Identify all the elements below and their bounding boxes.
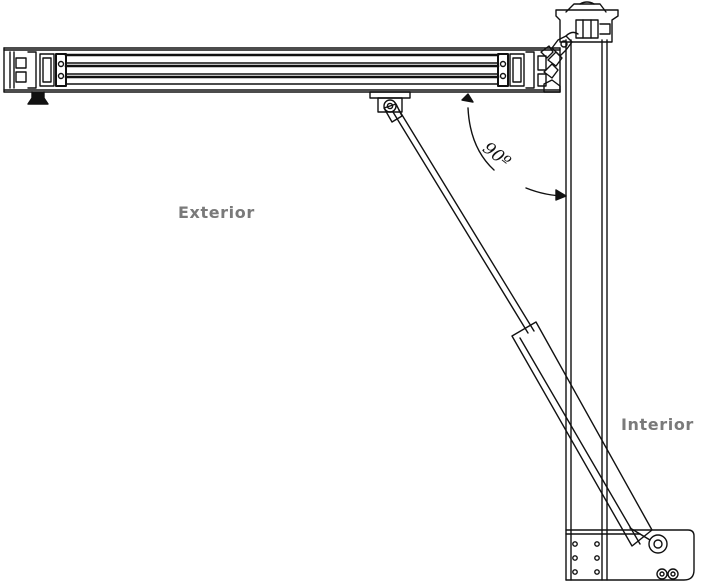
sash-bracket (369, 91, 411, 113)
vertical-frame (555, 1, 619, 581)
angle-dimension: 90º (461, 93, 567, 201)
stay-arm (383, 103, 668, 554)
angle-label: 90º (479, 138, 515, 172)
interior-label: Interior (621, 415, 694, 434)
window-sash (3, 47, 561, 105)
frame-bracket (565, 529, 695, 581)
exterior-label: Exterior (178, 203, 255, 222)
